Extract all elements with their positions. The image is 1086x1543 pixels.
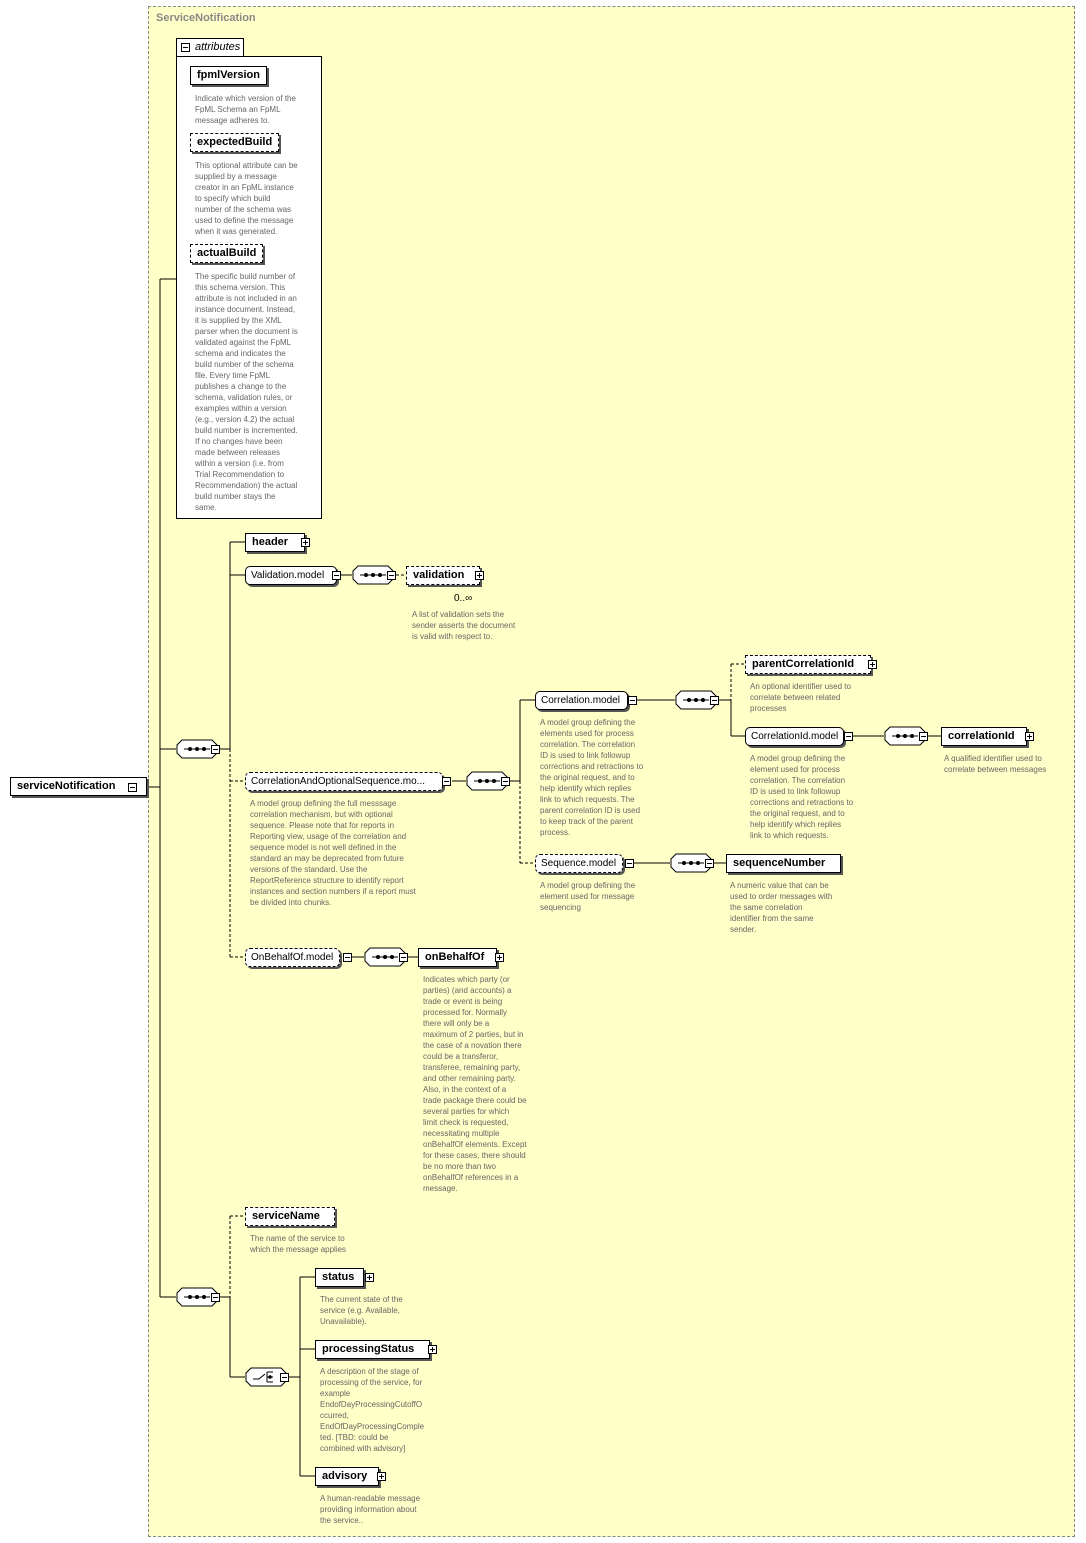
element-label: status [322, 1271, 355, 1283]
element-sequencenumber[interactable]: sequenceNumber [726, 854, 841, 873]
element-doc: The current state of the service (e.g. A… [320, 1295, 403, 1326]
element-parentcorrelationid[interactable]: parentCorrelationId [745, 655, 871, 674]
occurrence-label: 0..∞ [454, 593, 473, 604]
collapse-icon[interactable] [628, 696, 637, 705]
container-title: ServiceNotification [156, 12, 256, 24]
element-label: onBehalfOf [425, 951, 485, 963]
expand-icon[interactable] [495, 953, 504, 962]
attribute-label: expectedBuild [197, 136, 273, 148]
root-element-servicenotification[interactable]: serviceNotification [10, 777, 147, 796]
expand-icon[interactable] [301, 538, 310, 547]
element-doc: The name of the service to which the mes… [250, 1234, 347, 1254]
element-doc: A human-readable message providing infor… [320, 1494, 421, 1525]
element-label: validation [413, 569, 465, 581]
element-label: correlationId [948, 730, 1015, 742]
sequence-compositor-icon[interactable] [670, 853, 712, 873]
group-label: Correlation.model [541, 695, 620, 706]
element-processingstatus[interactable]: processingStatus [315, 1340, 430, 1359]
group-correlationid-model[interactable]: CorrelationId.model [745, 727, 844, 746]
element-label: parentCorrelationId [752, 658, 855, 670]
group-label: OnBehalfOf.model [251, 952, 334, 963]
element-status[interactable]: status [315, 1268, 364, 1287]
element-doc: A qualified identifier used to correlate… [944, 754, 1047, 774]
collapse-icon[interactable] [844, 732, 853, 741]
root-label: serviceNotification [17, 780, 116, 792]
element-doc: A description of the stage of processing… [320, 1367, 425, 1453]
attribute-doc: The specific build number of this schema… [195, 272, 298, 512]
element-header[interactable]: header [245, 533, 305, 552]
attribute-expectedbuild[interactable]: expectedBuild [190, 133, 280, 152]
collapse-icon[interactable] [128, 783, 137, 792]
attribute-doc: Indicate which version of the FpML Schem… [195, 94, 296, 125]
group-doc: A model group defining the elements used… [540, 718, 644, 837]
group-correlation-model[interactable]: Correlation.model [535, 691, 628, 710]
element-servicename[interactable]: serviceName [245, 1207, 335, 1226]
attribute-doc: This optional attribute can be supplied … [195, 161, 298, 236]
sequence-compositor-icon[interactable] [675, 690, 717, 710]
element-doc: Indicates which party (or parties) (and … [423, 975, 527, 1193]
attribute-fpmlversion[interactable]: fpmlVersion [190, 66, 267, 85]
element-label: processingStatus [322, 1343, 415, 1355]
element-correlationid[interactable]: correlationId [941, 727, 1027, 746]
group-doc: A model group defining the full messsage… [250, 799, 416, 907]
collapse-icon[interactable] [625, 859, 634, 868]
group-validation-model[interactable]: Validation.model [245, 566, 337, 585]
element-doc: A list of validation sets the sender ass… [412, 610, 516, 641]
collapse-icon[interactable] [501, 777, 510, 786]
attribute-label: actualBuild [197, 247, 257, 259]
element-validation[interactable]: validation [406, 566, 480, 585]
group-label: CorrelationAndOptionalSequence.mo... [251, 776, 425, 787]
expand-icon[interactable] [475, 571, 484, 580]
expand-icon[interactable] [868, 660, 877, 669]
group-doc: A model group defining the element used … [750, 754, 854, 840]
sequence-compositor-icon[interactable] [176, 1287, 218, 1307]
element-label: sequenceNumber [733, 857, 826, 869]
element-label: advisory [322, 1470, 368, 1482]
group-label: Validation.model [251, 570, 325, 581]
collapse-icon[interactable] [399, 953, 408, 962]
expand-icon[interactable] [377, 1472, 386, 1481]
attribute-label: fpmlVersion [197, 69, 260, 81]
sequence-compositor-icon[interactable] [466, 771, 508, 791]
group-label: Sequence.model [541, 858, 617, 869]
collapse-icon[interactable] [343, 953, 352, 962]
element-doc: A numeric value that can be used to orde… [730, 881, 833, 934]
group-correlation-and-optional-sequence[interactable]: CorrelationAndOptionalSequence.mo... [245, 772, 443, 791]
element-label: serviceName [252, 1210, 320, 1222]
element-advisory[interactable]: advisory [315, 1467, 379, 1486]
element-label: header [252, 536, 289, 548]
collapse-icon[interactable] [280, 1373, 289, 1382]
group-doc: A model group defining the element used … [540, 881, 636, 912]
collapse-icon[interactable] [705, 859, 714, 868]
collapse-icon[interactable] [211, 745, 220, 754]
expand-icon[interactable] [428, 1345, 437, 1354]
sequence-compositor-icon[interactable] [364, 947, 406, 967]
element-onbehalfof[interactable]: onBehalfOf [418, 948, 497, 967]
sequence-compositor-icon[interactable] [176, 739, 218, 759]
element-doc: An optional identifier used to correlate… [750, 682, 851, 713]
collapse-icon[interactable] [710, 696, 719, 705]
attributes-tab[interactable] [176, 38, 244, 56]
collapse-icon[interactable] [442, 777, 451, 786]
group-label: CorrelationId.model [751, 731, 839, 742]
group-onbehalfof-model[interactable]: OnBehalfOf.model [245, 948, 340, 967]
expand-icon[interactable] [1025, 732, 1034, 741]
choice-compositor-icon[interactable] [245, 1367, 287, 1387]
expand-icon[interactable] [365, 1273, 374, 1282]
collapse-icon[interactable] [919, 732, 928, 741]
group-sequence-model[interactable]: Sequence.model [535, 854, 623, 873]
sequence-compositor-icon[interactable] [884, 726, 926, 746]
attributes-title: attributes [195, 41, 241, 53]
collapse-icon[interactable] [332, 571, 341, 580]
collapse-icon[interactable] [387, 571, 396, 580]
sequence-compositor-icon[interactable] [352, 565, 394, 585]
attribute-actualbuild[interactable]: actualBuild [190, 244, 264, 263]
collapse-icon[interactable] [181, 43, 190, 52]
collapse-icon[interactable] [211, 1293, 220, 1302]
